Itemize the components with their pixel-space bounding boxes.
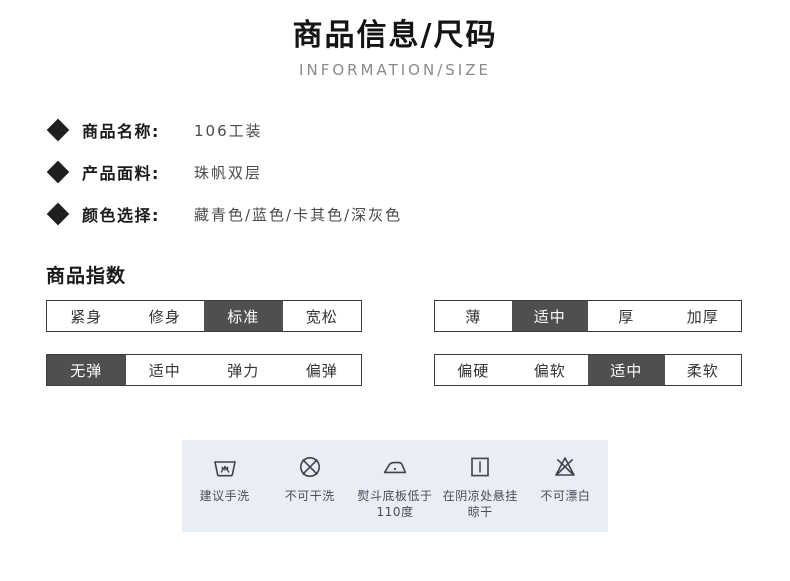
index-cell-fit-1[interactable]: 修身 [148,307,181,326]
no-bleach-icon [552,454,578,480]
index-cell-elasticity-0[interactable]: 无弹 [47,355,126,385]
index-cell-thickness-0[interactable]: 薄 [465,307,482,326]
index-cell-softness-3[interactable]: 柔软 [686,361,719,380]
page-header: 商品信息/尺码 INFORMATION/SIZE [0,0,790,79]
info-row-fabric: 产品面料: 珠帆双层 [46,151,790,193]
index-cell-thickness-2[interactable]: 厚 [618,307,635,326]
hang-dry-icon [467,454,493,480]
info-row-color: 颜色选择: 藏青色/蓝色/卡其色/深灰色 [46,193,790,235]
care-instructions-panel: 建议手洗 不可干洗 熨斗底板低于110度 在阴凉处悬挂晾干 [182,440,608,532]
index-table-fit: 紧身 修身 标准 宽松 [46,300,362,332]
info-label: 商品名称: [82,122,160,141]
index-cell-softness-1[interactable]: 偏软 [533,361,566,380]
care-label: 建议手洗 [199,489,250,503]
index-cell-thickness-1[interactable]: 适中 [511,301,588,331]
index-cell-elasticity-3[interactable]: 偏弹 [305,361,338,380]
care-item-no-bleach: 不可漂白 [523,454,608,504]
index-cell-thickness-3[interactable]: 加厚 [686,307,719,326]
hand-wash-icon [212,454,238,480]
index-cell-softness-2[interactable]: 适中 [588,355,665,385]
no-dry-clean-icon [297,454,323,480]
info-row-product-name: 商品名称: 106工装 [46,109,790,151]
section-title-product-index: 商品指数 [46,265,127,287]
index-cell-elasticity-2[interactable]: 弹力 [227,361,260,380]
care-item-no-dry-clean: 不可干洗 [267,454,352,504]
index-cell-elasticity-1[interactable]: 适中 [148,361,181,380]
info-value: 藏青色/蓝色/卡其色/深灰色 [194,205,403,224]
info-label: 颜色选择: [82,206,160,225]
diamond-icon [46,118,70,142]
index-table-softness: 偏硬 偏软 适中 柔软 [434,354,742,386]
info-value: 珠帆双层 [194,163,263,182]
index-table-elasticity: 无弹 适中 弹力 偏弹 [46,354,362,386]
index-cell-fit-2[interactable]: 标准 [204,301,283,331]
diamond-icon [46,160,70,184]
page-title: 商品信息/尺码 [292,18,498,53]
care-label: 熨斗底板低于110度 [357,489,433,519]
iron-low-icon [382,454,408,480]
index-cell-fit-3[interactable]: 宽松 [305,307,338,326]
info-label: 产品面料: [82,164,160,183]
index-cell-softness-0[interactable]: 偏硬 [457,361,490,380]
care-label: 不可干洗 [284,489,335,503]
diamond-icon [46,202,70,226]
care-item-iron-low: 熨斗底板低于110度 [352,454,437,520]
care-item-hand-wash: 建议手洗 [182,454,267,504]
index-table-thickness: 薄 适中 厚 加厚 [434,300,742,332]
care-label: 在阴凉处悬挂晾干 [442,489,518,519]
care-item-hang-dry: 在阴凉处悬挂晾干 [438,454,523,520]
product-index-area: 紧身 修身 标准 宽松 薄 适中 厚 加厚 无弹 适中 弹力 偏弹 偏硬 偏软 … [0,300,790,396]
index-cell-fit-0[interactable]: 紧身 [70,307,103,326]
page-subtitle: INFORMATION/SIZE [299,61,491,79]
care-label: 不可漂白 [540,489,591,503]
info-value: 106工装 [194,121,263,140]
product-info-list: 商品名称: 106工装 产品面料: 珠帆双层 颜色选择: 藏青色/蓝色/卡其色/… [0,109,790,235]
